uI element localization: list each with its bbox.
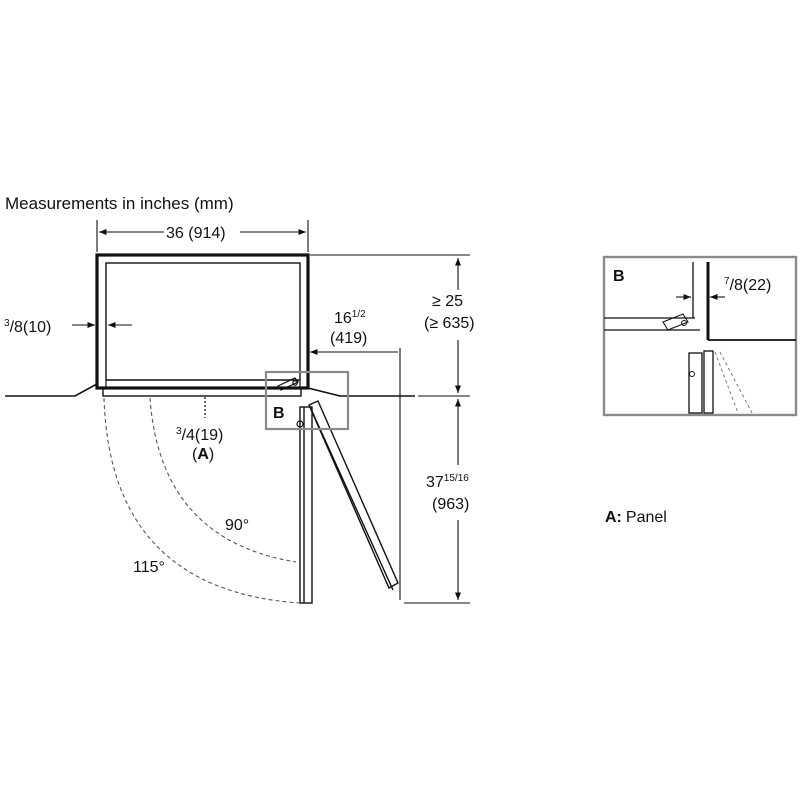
depth-label-in: ≥ 25	[432, 293, 463, 310]
panel-marker: (A)	[192, 446, 214, 463]
depth-label-mm: (≥ 635)	[424, 315, 475, 332]
wall-line	[5, 255, 415, 397]
detail-b-inset: 7/8(22) B	[602, 255, 798, 417]
right-clearance-dimension	[310, 348, 401, 600]
door-length-label: 3715/16	[426, 473, 469, 491]
detail-b-inset-marker: B	[613, 268, 625, 285]
depth-dimension	[310, 254, 470, 397]
angle-90-label: 90°	[225, 517, 249, 534]
panel-thickness-label: 3/4(19)	[176, 426, 223, 444]
detail-b-frame	[602, 255, 798, 417]
door-length-dimension	[404, 399, 470, 604]
detail-b-callout-box	[264, 370, 350, 431]
front-panel	[102, 387, 302, 397]
side-gap-label: 3/8(10)	[4, 318, 51, 336]
width-label: 36 (914)	[166, 225, 226, 242]
cabinet-outline	[95, 253, 310, 390]
door-115	[308, 400, 399, 591]
angle-115-label: 115°	[133, 559, 165, 576]
measurements-title: Measurements in inches (mm)	[5, 194, 234, 213]
detail-b-drawing	[604, 262, 796, 414]
detail-b-gap-label: 7/8(22)	[724, 276, 771, 294]
detail-b-swing-lines	[714, 351, 753, 414]
door-length-mm: (963)	[432, 496, 469, 513]
door-90	[299, 406, 313, 604]
detail-b-marker: B	[273, 405, 285, 422]
right-clearance-label: 161/2	[334, 309, 366, 327]
legend: A:Panel	[605, 509, 667, 526]
width-dimension	[96, 220, 309, 252]
swing-arcs	[103, 397, 301, 604]
right-clearance-mm: (419)	[330, 330, 367, 347]
